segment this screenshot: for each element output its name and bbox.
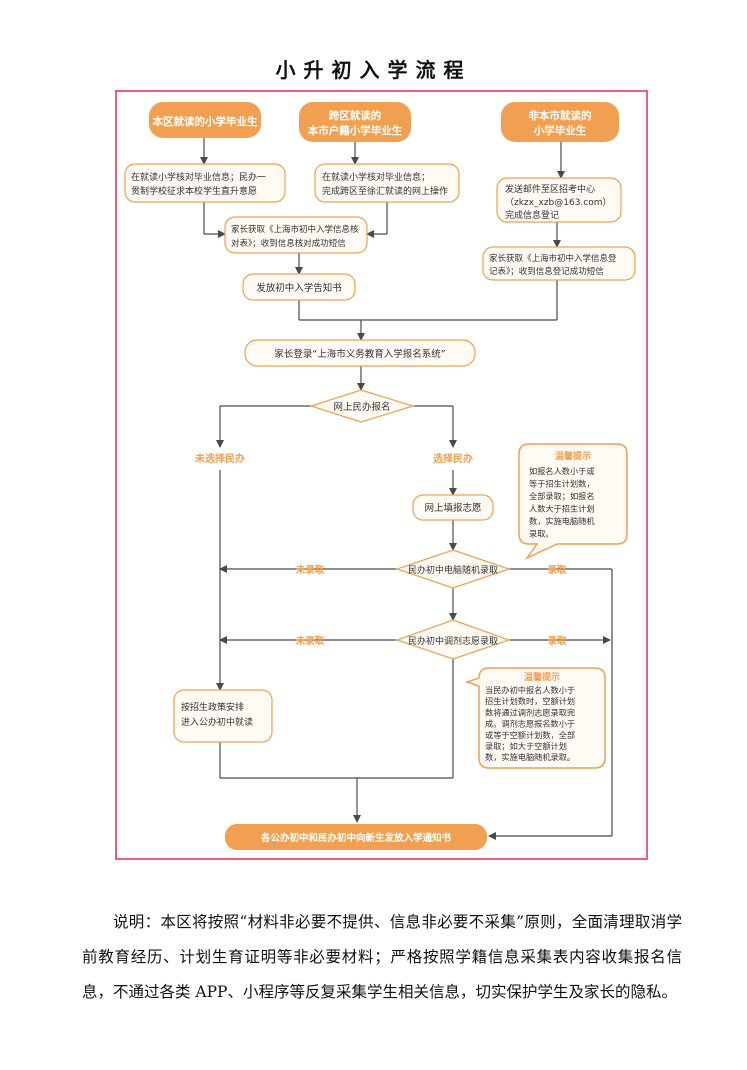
tip1-line: 录取。	[529, 529, 554, 539]
login-label: 家长登录“上海市义务教育入学报名系统”	[274, 348, 445, 360]
tip1-line: 人数大于招生计划	[529, 504, 595, 514]
tip2-title: 温馨提示	[524, 671, 560, 683]
start-local-label: 本区就读的小学毕业生	[153, 115, 258, 128]
email-line-2: （zkzx_xzb@163.com）	[505, 197, 612, 208]
email-line-3: 完成信息登记	[505, 209, 559, 221]
page-title: 小升初入学流程	[275, 58, 472, 82]
tip1-line: 等于招生计划数，	[529, 479, 595, 489]
step-getform-nonlocal: 家长获取《上海市初中入学信息登 记表》；收到信息登记成功短信	[482, 246, 636, 281]
local-verify-line-1: 在就读小学核对毕业信息；民办一	[131, 171, 266, 183]
getform-line-1: 家长获取《上海市初中入学信息核	[231, 224, 359, 235]
not-choose-label: 未选择民办	[194, 452, 245, 465]
start-node-local: 本区就读的小学毕业生	[149, 102, 261, 138]
start-node-cross: 跨区就读的 本市户籍小学毕业生	[299, 102, 411, 142]
tip2-line: 当民办初中报名人数小于	[485, 685, 575, 695]
getform-nl-line-2: 记表》；收到信息登记成功短信	[489, 266, 604, 277]
notice-label: 发放初中入学告知书	[256, 282, 342, 294]
tip2-line: 录取；如大于空额计划	[485, 741, 567, 751]
start-cross-label-1: 跨区就读的	[329, 109, 382, 122]
step-login: 家长登录“上海市义务教育入学报名系统”	[244, 339, 476, 367]
step-public: 按招生政策安排 进入公办初中就读	[173, 689, 273, 743]
tip2-line: 数，实施电脑随机录取。	[485, 752, 575, 762]
start-cross-label-2: 本市户籍小学毕业生	[308, 124, 403, 137]
step-notice: 发放初中入学告知书	[242, 273, 356, 301]
email-line-1: 发送邮件至区招考中心	[505, 183, 595, 195]
final-label: 各公办初中和民办初中向新生发放入学通知书	[260, 832, 452, 844]
cross-verify-line-2: 完成跨区至徐汇就读的网上操作	[322, 185, 448, 197]
tip2-line: 数将通过调剂志愿录取完	[485, 707, 575, 717]
admitted-label-1: 录取	[547, 565, 567, 576]
step-email: 发送邮件至区招考中心 （zkzx_xzb@163.com） 完成信息登记	[496, 177, 622, 223]
public-line-2: 进入公办初中就读	[181, 716, 253, 728]
tip1-line: 如报名人数小于或	[529, 466, 595, 476]
tip2-line: 或等于空额计划数，全部	[485, 730, 575, 740]
not-admitted-label-2: 未录取	[295, 635, 325, 647]
tip2-line: 成。调剂志愿报名数小于	[485, 719, 575, 729]
step-fill: 网上填报志愿	[412, 494, 494, 521]
getform-nl-line-1: 家长获取《上海市初中入学信息登	[489, 253, 617, 264]
choose-label: 选择民办	[433, 452, 473, 465]
start-node-nonlocal: 非本市就读的 小学毕业生	[501, 102, 619, 142]
tip2-lines: 当民办初中报名人数小于招生计划数时，空额计划数将通过调剂志愿录取完成。调剂志愿报…	[485, 685, 575, 762]
step-cross-verify: 在就读小学核对毕业信息； 完成跨区至徐汇就读的网上操作	[314, 163, 460, 203]
online-private-label: 网上民办报名	[333, 401, 390, 413]
step-getform: 家长获取《上海市初中入学信息核 对表》；收到信息核对成功短信	[224, 216, 368, 254]
public-line-1: 按招生政策安排	[181, 701, 244, 713]
flowchart: 本区就读的小学毕业生 跨区就读的 本市户籍小学毕业生 非本市就读的 小学毕业生 …	[124, 102, 636, 850]
connector-lines	[200, 138, 613, 840]
tip1-title: 温馨提示	[555, 450, 591, 462]
getform-line-2: 对表》；收到信息核对成功短信	[231, 238, 346, 249]
fill-label: 网上填报志愿	[424, 502, 481, 514]
admitted-label-2: 录取	[547, 636, 567, 647]
cross-verify-line-1: 在就读小学核对毕业信息；	[322, 171, 430, 183]
not-admitted-label-1: 未录取	[295, 564, 325, 576]
decision-online-private: 网上民办报名	[309, 389, 416, 423]
decision-lottery: 民办初中电脑随机录取	[395, 549, 511, 589]
tip1-line: 数，实施电脑随机	[529, 516, 595, 526]
local-verify-line-2: 贯制学校征求本校学生直升意愿	[131, 185, 257, 197]
step-local-verify: 在就读小学核对毕业信息；民办一 贯制学校征求本校学生直升意愿	[124, 163, 286, 203]
decision-adjust: 民办初中调剂志愿录取	[395, 619, 511, 660]
tip2-line: 招生计划数时，空额计划	[485, 696, 575, 706]
tip1-line: 全部录取；如报名	[529, 491, 595, 501]
adjust-label: 民办初中调剂志愿录取	[408, 635, 498, 647]
final-node: 各公办初中和民办初中向新生发放入学通知书	[225, 824, 487, 850]
flowchart-frame: 本区就读的小学毕业生 跨区就读的 本市户籍小学毕业生 非本市就读的 小学毕业生 …	[115, 90, 648, 860]
description-paragraph: 说明：本区将按照“材料非必要不提供、信息非必要不采集”原则，全面清理取消学前教育…	[82, 913, 682, 1001]
lottery-label: 民办初中电脑随机录取	[408, 564, 498, 576]
start-nonlocal-label-1: 非本市就读的	[529, 109, 592, 122]
start-nonlocal-label-2: 小学毕业生	[533, 124, 587, 137]
tip-bubble-2: 温馨提示 当民办初中报名人数小于招生计划数时，空额计划数将通过调剂志愿录取完成。…	[464, 667, 606, 769]
